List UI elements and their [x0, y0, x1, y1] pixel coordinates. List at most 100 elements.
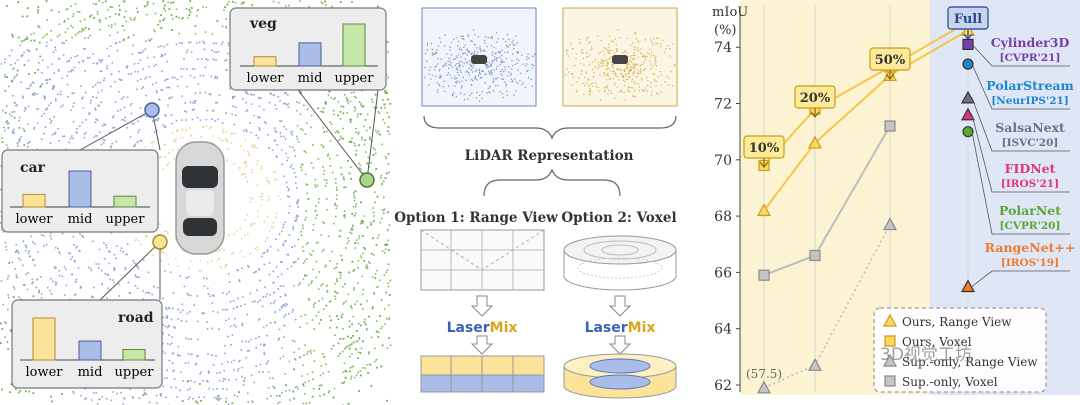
veg-bar-1 [298, 42, 322, 67]
method-leader-5 [971, 270, 1070, 287]
series-0-point-2 [807, 135, 823, 149]
method-point-3 [960, 107, 976, 121]
legend-marker-3 [884, 375, 896, 387]
legend-marker-0 [882, 313, 898, 327]
veg-label-lower: lower [246, 71, 284, 86]
car-label-upper: upper [106, 212, 146, 227]
method-venue-3: [IROS'21] [1001, 178, 1059, 190]
series-3-point-0 [758, 269, 770, 281]
legend-label-2: Sup.-only, Range View [902, 355, 1038, 369]
car-marker [144, 102, 160, 118]
y-tick-label-1: 64 [714, 322, 732, 338]
option2-label: Option 2: Voxel [561, 210, 676, 226]
callout-label-2: 50% [875, 53, 906, 68]
callout-label-0: 10% [749, 141, 780, 156]
car-callout: car lower mid upper [1, 149, 159, 233]
method-name-2: SalsaNext [995, 120, 1065, 135]
y-tick-label-6: 74 [714, 40, 732, 56]
veg-bar-2 [342, 23, 366, 67]
watermark: 3D视觉工坊 [880, 345, 972, 365]
veg-leader-2 [366, 89, 379, 181]
method-leader-3 [971, 114, 1070, 193]
callout-label-1: 20% [800, 91, 831, 106]
veg-label-mid: mid [298, 71, 323, 86]
range-view-grid [420, 229, 545, 291]
rep-title: LiDAR Representation [465, 148, 634, 164]
y-tick-label-0: 62 [714, 378, 732, 394]
y-tick-label-3: 68 [714, 209, 732, 225]
baseline-annotation: (57.5) [746, 367, 782, 381]
method-leader-0 [971, 44, 1070, 67]
method-point-0 [962, 38, 974, 51]
legend-marker-2 [882, 353, 898, 367]
y-tick-label-5: 72 [714, 97, 732, 113]
y-tick-label-2: 66 [714, 265, 732, 281]
method-leader-1 [971, 63, 1070, 110]
down-arrows [470, 295, 632, 355]
method-name-5: RangeNet++ [985, 240, 1076, 255]
representation-panel: LiDAR Representation Option 1: Range Vie… [394, 7, 678, 399]
callout-label-full: Full [954, 12, 982, 27]
road-title: road [118, 310, 154, 326]
mIoU-chart: 62 64 66 68 70 72 74 mIoU (%) (57.5) 10% 20% 50% Full… [703, 0, 1080, 405]
road-bar-2 [122, 349, 146, 361]
y-tick-label-4: 70 [714, 153, 732, 169]
car-title: car [20, 160, 46, 176]
method-venue-0: [CVPR'21] [1000, 52, 1061, 64]
mixed-voxel [563, 353, 677, 399]
veg-marker [359, 172, 375, 188]
method-venue-1: [NeurIPS'21] [991, 95, 1069, 107]
lasermix-label-2: LaserMix [585, 320, 656, 336]
car-bar-1 [68, 170, 92, 208]
veg-leader [297, 89, 368, 181]
method-name-1: PolarStream [986, 78, 1074, 93]
legend-marker-1 [884, 335, 896, 347]
veg-label-upper: upper [335, 71, 375, 86]
ego-car [175, 141, 225, 255]
road-label-lower: lower [25, 365, 63, 380]
method-name-4: PolarNet [999, 203, 1061, 218]
road-label-mid: mid [78, 365, 103, 380]
road-bar-1 [78, 340, 102, 361]
road-bar-0 [32, 317, 56, 361]
car-label-lower: lower [15, 212, 53, 227]
brace-bottom [483, 168, 621, 197]
road-label-upper: upper [115, 365, 155, 380]
callout-box-full [947, 6, 989, 30]
method-point-4 [962, 126, 974, 138]
series-3-point-1 [809, 249, 821, 262]
car-label-mid: mid [68, 212, 93, 227]
method-point-5 [960, 279, 976, 293]
method-point-1 [962, 58, 974, 70]
method-point-2 [960, 90, 976, 104]
point-cloud-panel: veg lower mid upper car lower mid upper … [0, 0, 392, 405]
series-line-1 [763, 21, 969, 167]
series-2-point-0 [756, 380, 772, 394]
y-axis-unit: (%) [714, 23, 737, 38]
series-0-point-1 [756, 203, 772, 217]
method-venue-4: [CVPR'20] [1000, 220, 1061, 232]
method-name-0: Cylinder3D [991, 35, 1070, 50]
y-axis-label: mIoU [712, 5, 748, 20]
method-name-3: FIDNet [1005, 161, 1056, 176]
brace-top [423, 115, 677, 140]
legend-label-3: Sup.-only, Voxel [902, 375, 998, 389]
series-line-0 [763, 29, 969, 212]
voxel-cylinder [563, 235, 677, 291]
method-leader-4 [971, 131, 1070, 235]
road-callout: road lower mid upper [11, 299, 163, 389]
legend-box [873, 307, 1047, 393]
car-bar-0 [22, 193, 46, 208]
road-marker [152, 234, 168, 250]
legend-label-1: Ours, Voxel [902, 335, 972, 349]
veg-callout: veg lower mid upper [229, 7, 387, 91]
lasermix-label-1: LaserMix [447, 320, 518, 336]
series-3-point-2 [884, 120, 896, 132]
car-bar-2 [113, 195, 137, 208]
series-2-point-2 [882, 217, 898, 231]
method-leader-2 [971, 97, 1070, 152]
mixed-range-grid [420, 355, 545, 393]
road-leader [99, 241, 161, 301]
